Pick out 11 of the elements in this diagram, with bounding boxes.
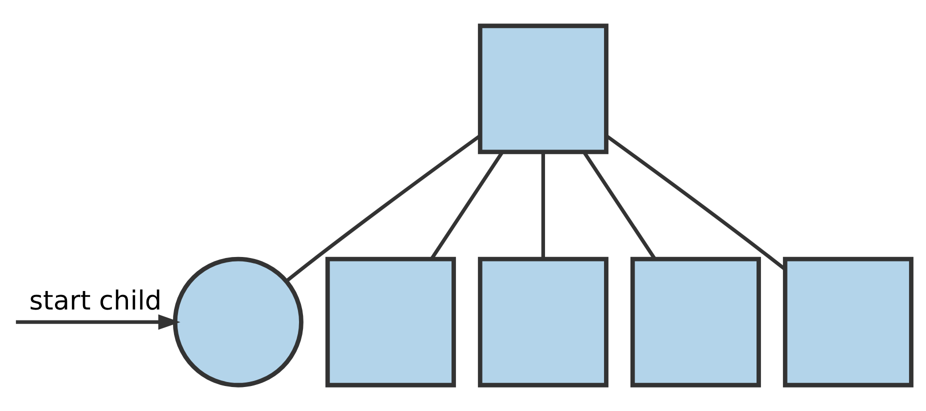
node-box — [478, 24, 608, 154]
edge-label: start child — [29, 286, 162, 316]
arrow — [16, 314, 180, 330]
node-box — [325, 256, 456, 388]
connector — [582, 151, 656, 260]
node-box — [630, 256, 761, 388]
connector — [541, 152, 546, 259]
node-box — [782, 256, 914, 388]
node-box — [478, 256, 608, 388]
node-circle — [172, 256, 304, 388]
connector — [430, 151, 504, 260]
